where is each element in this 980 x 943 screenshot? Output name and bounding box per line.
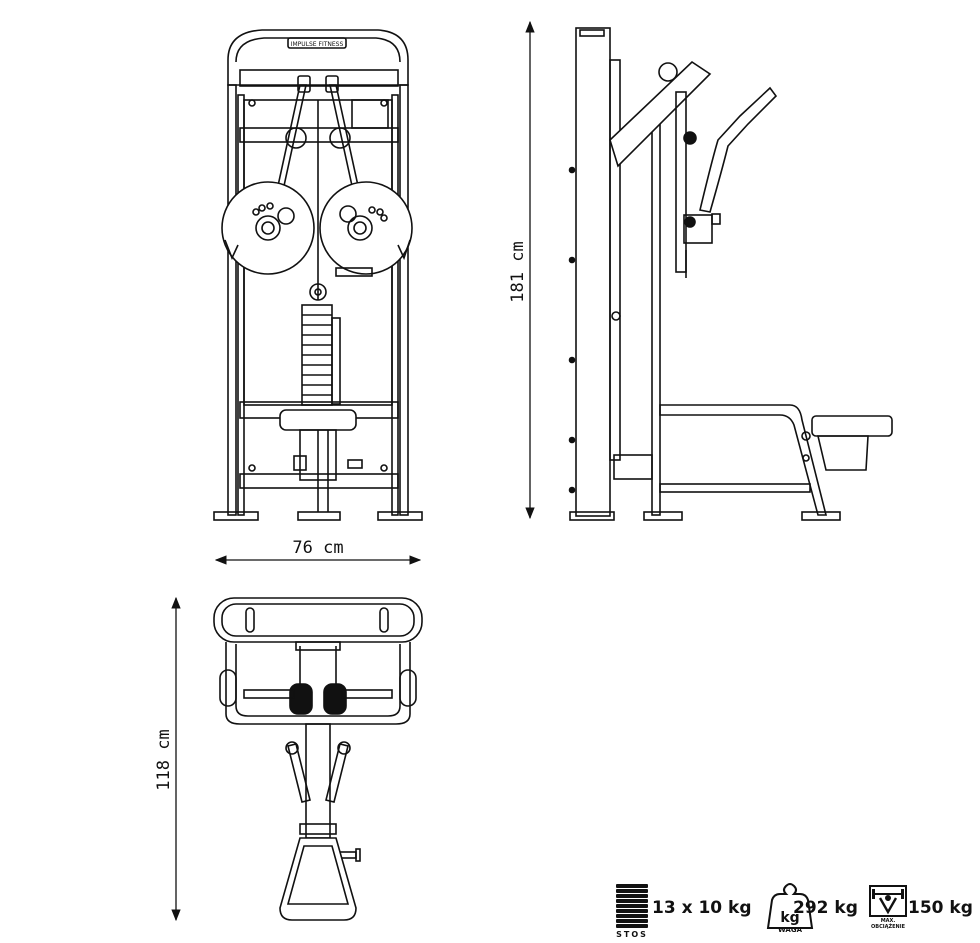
weight-spec-value: 292 kg [793, 898, 858, 918]
weight-spec-caption: WAGA [778, 926, 802, 934]
height-label: 181 cm [508, 241, 528, 302]
front-weight-stack [301, 283, 341, 406]
right-cam [319, 181, 413, 275]
weight-stack-icon [616, 884, 648, 928]
stack-spec-caption: STOS [616, 930, 648, 939]
svg-text:kg: kg [780, 910, 799, 926]
left-cam [221, 181, 315, 275]
height-dimension: 181 cm [508, 20, 535, 520]
kg-weight-icon: kg [766, 883, 814, 929]
max-load-spec-caption: MAX. OBCIĄŻENIE [871, 918, 905, 930]
depth-dimension: 118 cm [154, 596, 181, 922]
side-view [568, 27, 893, 521]
width-label: 76 cm [292, 538, 343, 558]
svg-text:IMPULSE FITNESS: IMPULSE FITNESS [291, 41, 344, 48]
front-view: IMPULSE FITNESS [213, 29, 423, 521]
depth-label: 118 cm [154, 729, 174, 790]
max-load-icon [869, 885, 907, 917]
width-dimension: 76 cm [214, 538, 422, 565]
max-load-spec-value: 150 kg [908, 898, 973, 918]
brand-plate: IMPULSE FITNESS [287, 37, 347, 49]
stack-spec-value: 13 x 10 kg [652, 898, 752, 918]
top-view [213, 597, 423, 921]
